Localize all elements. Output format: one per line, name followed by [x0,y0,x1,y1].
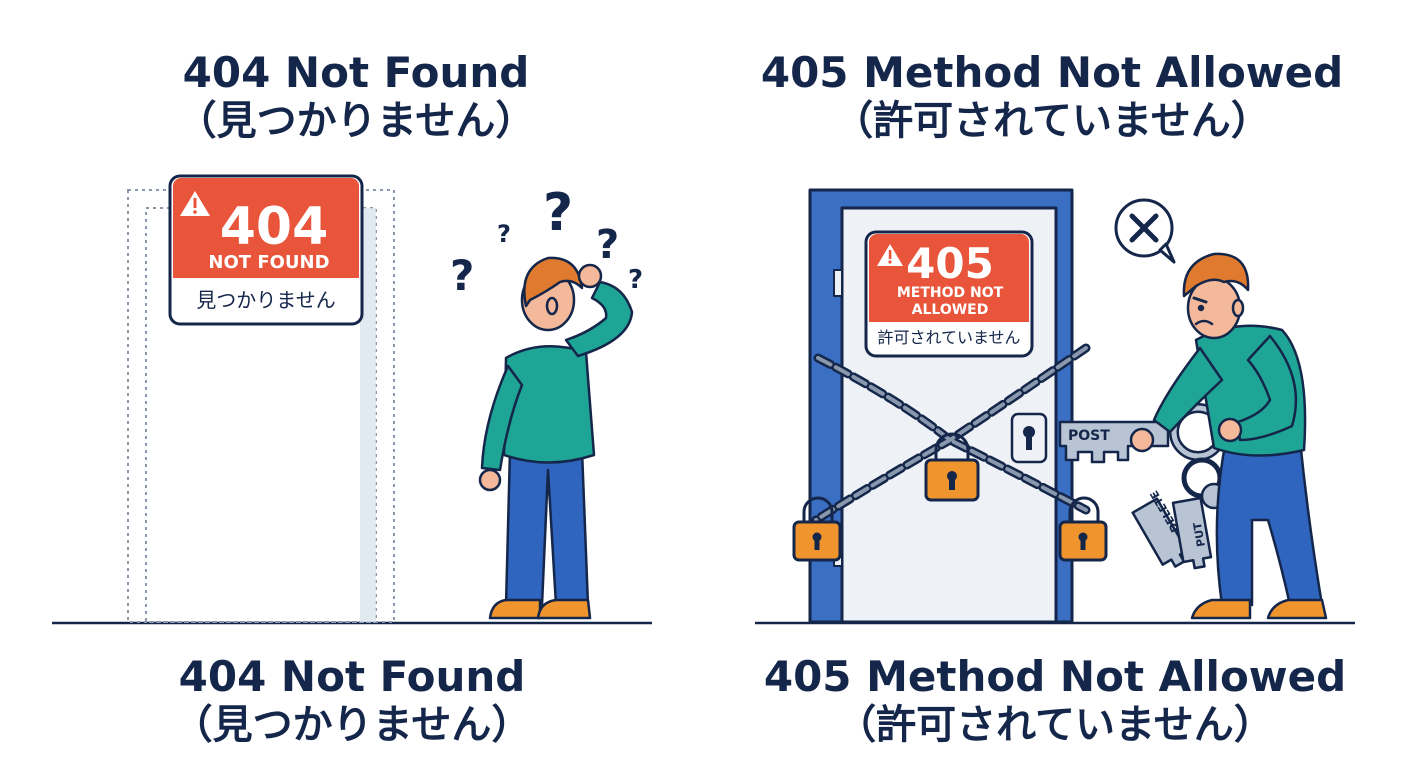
sign-404-label: NOT FOUND [208,252,329,273]
frustrated-person [1129,252,1328,620]
close-icon [1129,213,1159,243]
sign-404: 404 NOT FOUND 見つかりません [168,174,364,326]
padlock-icon [924,432,980,502]
question-mark-icon: ? [543,183,573,243]
sign-404-japanese: 見つかりません [196,288,335,312]
padlock-icon [1058,496,1108,562]
padlock-icon [792,496,842,562]
caption-404: 404 Not Found （見つかりません） [52,652,652,749]
chain-links [814,346,1088,522]
caption-405-subtitle: （許可されていません） [836,701,1274,748]
heading-405: 405 Method Not Allowed （許可されていません） [752,48,1352,145]
sign-404-code: 404 [220,197,329,257]
heading-404-title: 404 Not Found [182,48,530,97]
put-key-label: PUT [1191,521,1208,548]
sign-405-label-line2: ALLOWED [912,302,989,318]
caption-404-title: 404 Not Found [178,652,526,701]
question-mark-icon: ? [628,265,643,295]
caption-405-title: 405 Method Not Allowed [763,652,1347,701]
question-mark-icon: ? [596,222,619,268]
sign-405-label-line1: METHOD NOT [897,285,1004,301]
heading-405-subtitle: （許可されていません） [833,97,1271,144]
sign-405: 405 METHOD NOT ALLOWED 許可されていません [864,230,1034,358]
panel-405: 405 METHOD NOT ALLOWED 許可されていません [755,188,1355,625]
sign-405-japanese: 許可されていません [877,328,1020,347]
denied-speech-bubble [1114,198,1176,264]
sign-405-code: 405 [906,239,994,288]
heading-404: 404 Not Found （見つかりません） [56,48,656,145]
question-marks: ? ? ? ? ? [450,183,643,300]
caption-405: 405 Method Not Allowed （許可されていません） [755,652,1355,749]
warning-icon [877,244,903,266]
question-mark-icon: ? [497,220,511,248]
post-key-label: POST [1068,428,1110,444]
heading-404-subtitle: （見つかりません） [176,97,536,144]
key-ring: DELETE PUT [1131,457,1228,570]
heading-405-title: 405 Method Not Allowed [760,48,1344,97]
warning-icon [180,191,210,216]
panel-404: 404 NOT FOUND 見つかりません ? ? ? ? ? [52,174,652,625]
caption-404-subtitle: （見つかりません） [172,701,532,748]
put-key: PUT [1171,496,1213,570]
confused-person [478,256,634,620]
question-mark-icon: ? [450,251,474,300]
